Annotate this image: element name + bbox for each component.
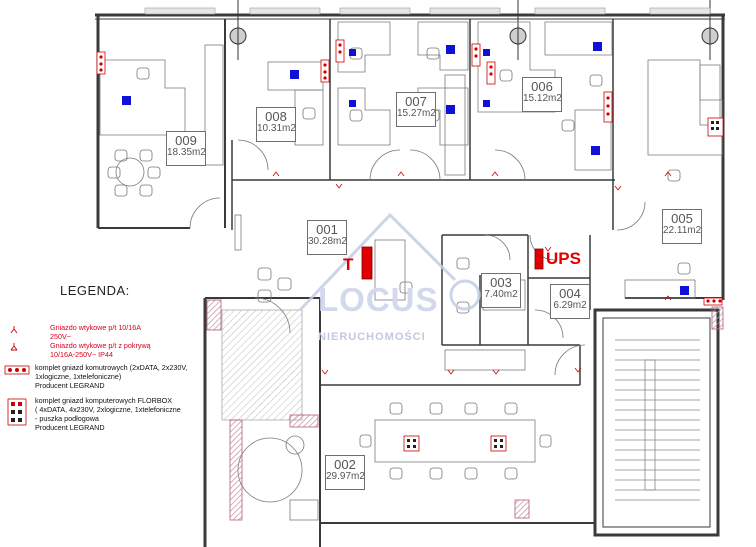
room-area: 15.27m2 bbox=[397, 107, 436, 119]
watermark-subtitle: NIERUCHOMOŚCI bbox=[318, 331, 426, 343]
furniture bbox=[99, 21, 723, 521]
room-label-007: 007 15.27m2 bbox=[396, 92, 436, 127]
room-area: 7.40m2 bbox=[484, 288, 518, 300]
computer-socket-set-symbol bbox=[4, 365, 30, 375]
ups-tag: UPS bbox=[546, 249, 581, 268]
room-area: 30.28m2 bbox=[308, 235, 347, 247]
watermark-brand: LOCUS bbox=[318, 281, 439, 318]
wall-socket-symbol bbox=[10, 326, 18, 334]
room-number: 009 bbox=[175, 133, 197, 148]
room-label-006: 006 15.12m2 bbox=[522, 77, 562, 112]
room-area: 29.97m2 bbox=[326, 470, 365, 482]
room-number: 007 bbox=[405, 94, 427, 109]
room-label-003: 003 7.40m2 bbox=[481, 273, 521, 308]
ip44-socket-symbol bbox=[10, 343, 18, 351]
chairs bbox=[107, 47, 691, 480]
room-label-004: 004 6.29m2 bbox=[550, 284, 590, 319]
room-label-005: 005 22.11m2 bbox=[662, 209, 702, 244]
room-number: 006 bbox=[531, 79, 553, 94]
room-label-008: 008 10.31m2 bbox=[256, 107, 296, 142]
room-label-009: 009 18.35m2 bbox=[166, 131, 206, 166]
room-number: 003 bbox=[490, 275, 512, 290]
legend-item-ip44-socket: Gniazdo wtykowe p/t z pokrywą 10/16A-250… bbox=[50, 341, 151, 359]
room-area: 15.12m2 bbox=[523, 92, 562, 104]
legend-item-wall-socket: Gniazdo wtykowe p/t 10/16A 250V~ bbox=[50, 323, 142, 341]
legend-item-computer-sockets: komplet gniazd komutrowych (2xDATA, 2x23… bbox=[35, 363, 188, 390]
windows bbox=[144, 7, 711, 15]
legend-title: LEGENDA: bbox=[60, 283, 130, 298]
legend-item-floorbox: komplet gniazd komputerowych FLORBOX ( 4… bbox=[35, 396, 181, 432]
desk-markers bbox=[122, 42, 689, 295]
room-number: 004 bbox=[559, 286, 581, 301]
room-number: 001 bbox=[316, 222, 338, 237]
room-number: 005 bbox=[671, 211, 693, 226]
room-area: 22.11m2 bbox=[663, 224, 702, 236]
room-label-002: 002 29.97m2 bbox=[325, 455, 365, 490]
watermark-mark bbox=[298, 212, 481, 312]
room-number: 008 bbox=[265, 109, 287, 124]
room-number: 002 bbox=[334, 457, 356, 472]
hatched-walls bbox=[206, 299, 724, 521]
socket-sets bbox=[96, 39, 724, 452]
legend-symbols bbox=[4, 326, 30, 426]
room-area: 10.31m2 bbox=[257, 122, 296, 134]
room-area: 18.35m2 bbox=[167, 146, 206, 158]
doors bbox=[189, 139, 646, 376]
telecom-tag: T bbox=[343, 255, 354, 274]
ups-block bbox=[534, 248, 544, 270]
room-label-001: 001 30.28m2 bbox=[307, 220, 347, 255]
floorbox-symbol bbox=[7, 398, 27, 426]
server-rack-block bbox=[361, 246, 373, 280]
room-area: 6.29m2 bbox=[553, 299, 587, 311]
